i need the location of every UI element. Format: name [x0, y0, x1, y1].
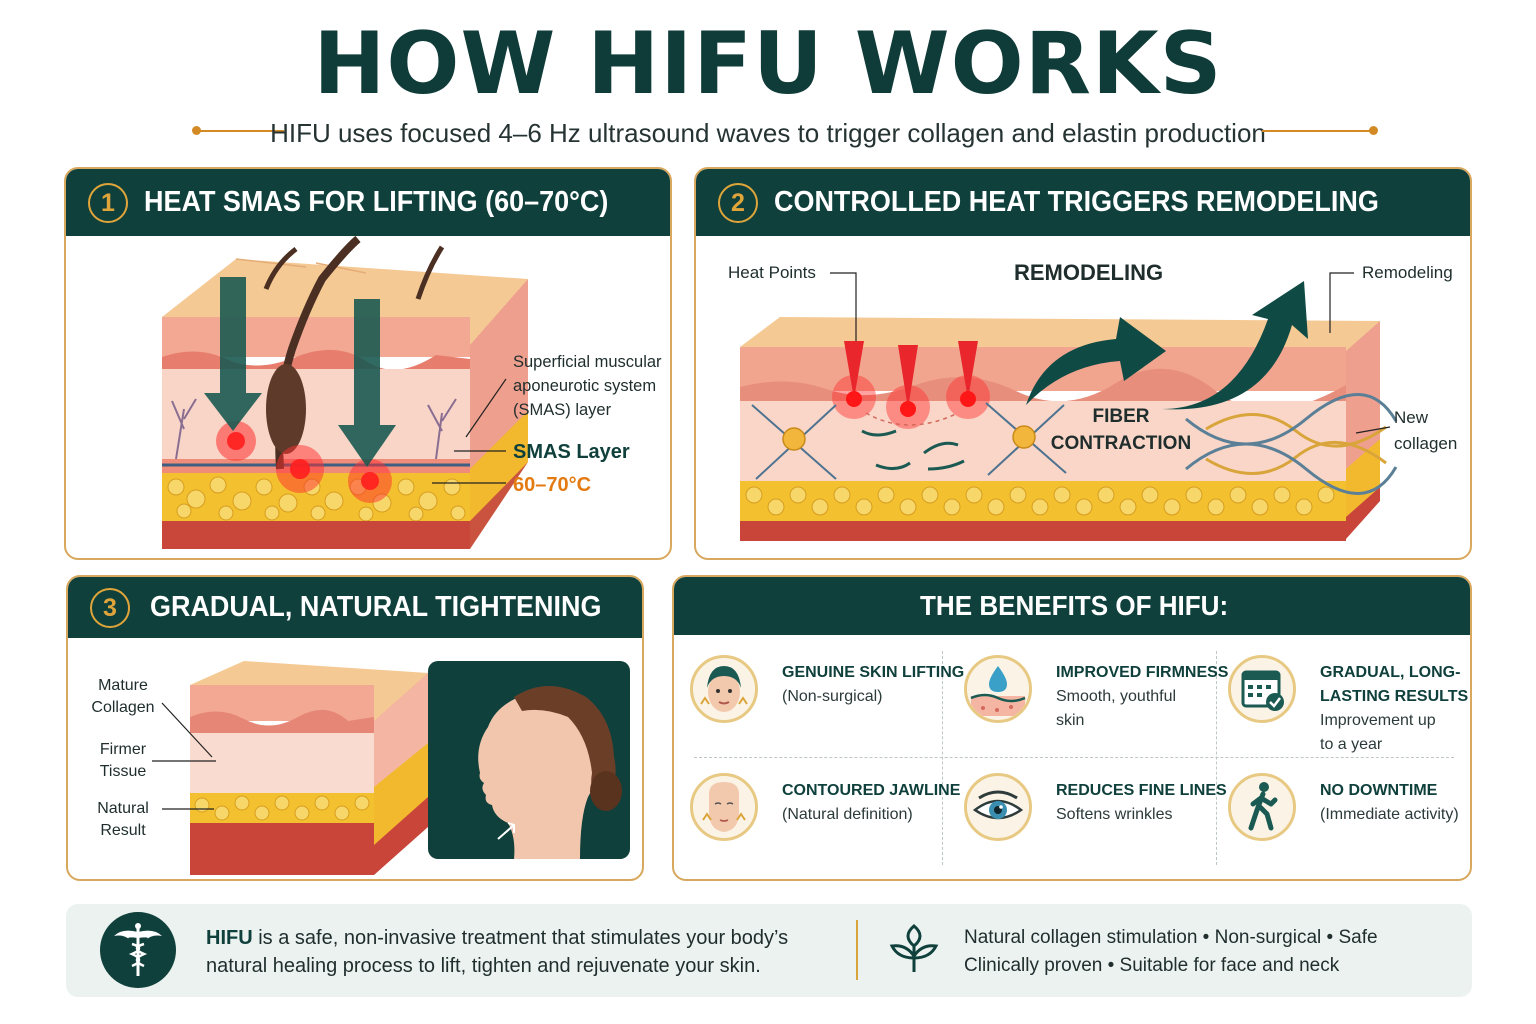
smas-layer-label: SMAS Layer — [513, 441, 630, 463]
step3-header: 3 GRADUAL, NATURAL TIGHTENING — [68, 577, 642, 638]
benefit-desc: (Natural definition) — [782, 806, 913, 823]
footer-features-line1: Natural collagen stimulation • Non-surgi… — [964, 927, 1378, 948]
footer-bold-term: HIFU — [206, 927, 253, 949]
step1-header: 1 HEAT SMAS FOR LIFTING (60–70°C) — [66, 169, 670, 236]
mature-collagen-label: Mature Collagen — [91, 677, 155, 716]
benefit-desc: Softens wrinkles — [1056, 806, 1173, 823]
leaf-icon — [888, 924, 940, 976]
smas-skin-cross-section-illustration — [162, 235, 528, 549]
benefit-title: GENUINE SKIN LIFTING — [782, 664, 965, 681]
natural-result-label: Natural Result — [97, 800, 149, 839]
remodeling-skin-illustration — [740, 272, 1398, 541]
benefit-title: REDUCES FINE LINES — [1056, 782, 1227, 799]
footer-banner: HIFU is a safe, non-invasive treatment t… — [66, 904, 1472, 997]
benefit-title: GRADUAL, LONG- LASTING RESULTS — [1320, 664, 1469, 705]
page-subtitle: HIFU uses focused 4–6 Hz ultrasound wave… — [270, 118, 1266, 148]
woman-profile — [478, 692, 597, 859]
smas-description-label: Superficial muscular aponeurotic system … — [513, 353, 662, 419]
slab-muscle — [740, 521, 1346, 541]
footer-features-line2: Clinically proven • Suitable for face an… — [964, 955, 1340, 976]
caduceus-icon — [100, 912, 176, 988]
step1-heading: HEAT SMAS FOR LIFTING (60–70°C) — [144, 186, 609, 218]
footer-line1: is a safe, non-invasive treatment that s… — [252, 927, 789, 949]
right-decor-line — [1262, 130, 1372, 132]
heat-points-label: Heat Points — [728, 263, 816, 282]
step2-header: 2 CONTROLLED HEAT TRIGGERS REMODELING — [696, 169, 1470, 236]
benefit-desc: (Immediate activity) — [1320, 806, 1459, 823]
calendar-check-icon — [1228, 655, 1296, 723]
new-collagen-label: New collagen — [1394, 408, 1458, 453]
walking-person-icon — [1228, 773, 1296, 841]
page-title: HOW HIFU WORKS — [313, 14, 1223, 114]
remodeling-right-label: Remodeling — [1362, 263, 1453, 282]
left-decor-line — [200, 130, 284, 132]
fiber-contraction-label: FIBER CONTRACTION — [1050, 406, 1192, 454]
benefits-header: THE BENEFITS OF HIFU: — [674, 577, 1470, 635]
step3-card: 3 GRADUAL, NATURAL TIGHTENING Mature Col… — [66, 575, 644, 881]
water-drop-skin-icon — [964, 655, 1032, 723]
firmer-tissue-label: Firmer Tissue — [99, 741, 147, 780]
remodeling-arrow-1 — [1026, 317, 1166, 405]
benefit-title: IMPROVED FIRMNESS — [1056, 664, 1229, 681]
step1-card: 1 HEAT SMAS FOR LIFTING (60–70°C) — [64, 167, 672, 560]
right-decor-dot — [1369, 126, 1378, 135]
temperature-label: 60–70°C — [513, 474, 592, 496]
remodeling-center-label: REMODELING — [1014, 260, 1164, 285]
heat-point — [832, 341, 876, 419]
fibroblast-cell — [782, 427, 806, 451]
benefits-heading: THE BENEFITS OF HIFU: — [920, 590, 1229, 621]
step3-heading: GRADUAL, NATURAL TIGHTENING — [150, 591, 602, 623]
step3-number-badge: 3 — [90, 588, 130, 628]
benefit-desc: Improvement up to a year — [1320, 712, 1436, 753]
muscle-layer — [162, 521, 470, 549]
dermis-layer — [162, 369, 470, 459]
grid-divider — [1216, 651, 1217, 865]
benefit-title: CONTOURED JAWLINE — [782, 782, 961, 799]
subtitle-row: HIFU uses focused 4–6 Hz ultrasound wave… — [0, 114, 1536, 150]
jawline-icon — [690, 773, 758, 841]
eye-icon — [964, 773, 1032, 841]
benefit-desc: Smooth, youthful skin — [1056, 688, 1177, 729]
step2-heading: CONTROLLED HEAT TRIGGERS REMODELING — [774, 186, 1379, 218]
benefit-desc: (Non-surgical) — [782, 688, 883, 705]
face-lift-icon — [690, 655, 758, 723]
step2-card: 2 CONTROLLED HEAT TRIGGERS REMODELING — [694, 167, 1472, 560]
skin-slab-top — [740, 317, 1380, 351]
footer-line2: natural healing process to lift, tighten… — [206, 955, 761, 977]
grid-divider — [694, 757, 1454, 758]
footer-features: Natural collagen stimulation • Non-surgi… — [964, 924, 1378, 980]
firmer-tissue-layer — [190, 733, 374, 797]
fibroblast-cell — [1012, 425, 1036, 449]
left-decor-dot — [192, 126, 201, 135]
step1-number-badge: 1 — [88, 183, 128, 223]
footer-divider — [856, 920, 858, 980]
tightening-skin-illustration — [152, 661, 630, 875]
benefit-title: NO DOWNTIME — [1320, 782, 1438, 799]
ultrasound-arrow — [204, 277, 262, 431]
benefits-card: THE BENEFITS OF HIFU: GENUINE SKIN LIFTI… — [672, 575, 1472, 881]
epidermis-layer — [162, 317, 470, 357]
ultrasound-arrow — [338, 299, 396, 467]
grid-divider — [942, 651, 943, 865]
heat-point — [886, 345, 930, 429]
heat-point — [946, 341, 990, 419]
remodeling-arrow-2 — [1162, 281, 1308, 410]
step2-number-badge: 2 — [718, 183, 758, 223]
footer-description: HIFU is a safe, non-invasive treatment t… — [206, 924, 788, 980]
